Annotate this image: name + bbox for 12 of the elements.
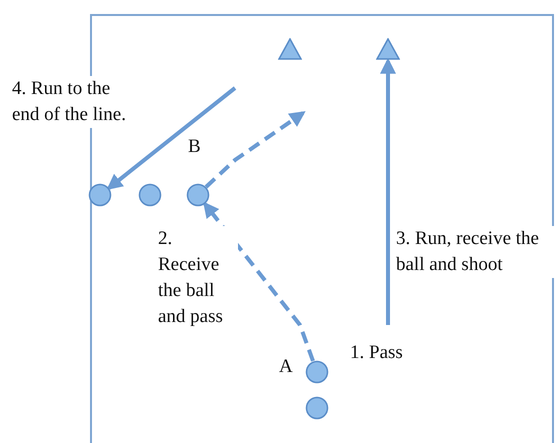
run-arrow (106, 86, 236, 190)
cone-marker (278, 38, 302, 60)
player-marker (305, 360, 329, 384)
run-arrow (380, 58, 396, 325)
player-marker (138, 183, 162, 207)
player-marker (88, 183, 112, 207)
cone-marker (376, 38, 400, 60)
instruction-text: 3. Run, receive the ball and shoot (396, 226, 554, 278)
pass-arrow (203, 201, 315, 362)
pass-arrow (204, 111, 306, 188)
player-marker (305, 396, 329, 420)
player-marker (186, 183, 210, 207)
